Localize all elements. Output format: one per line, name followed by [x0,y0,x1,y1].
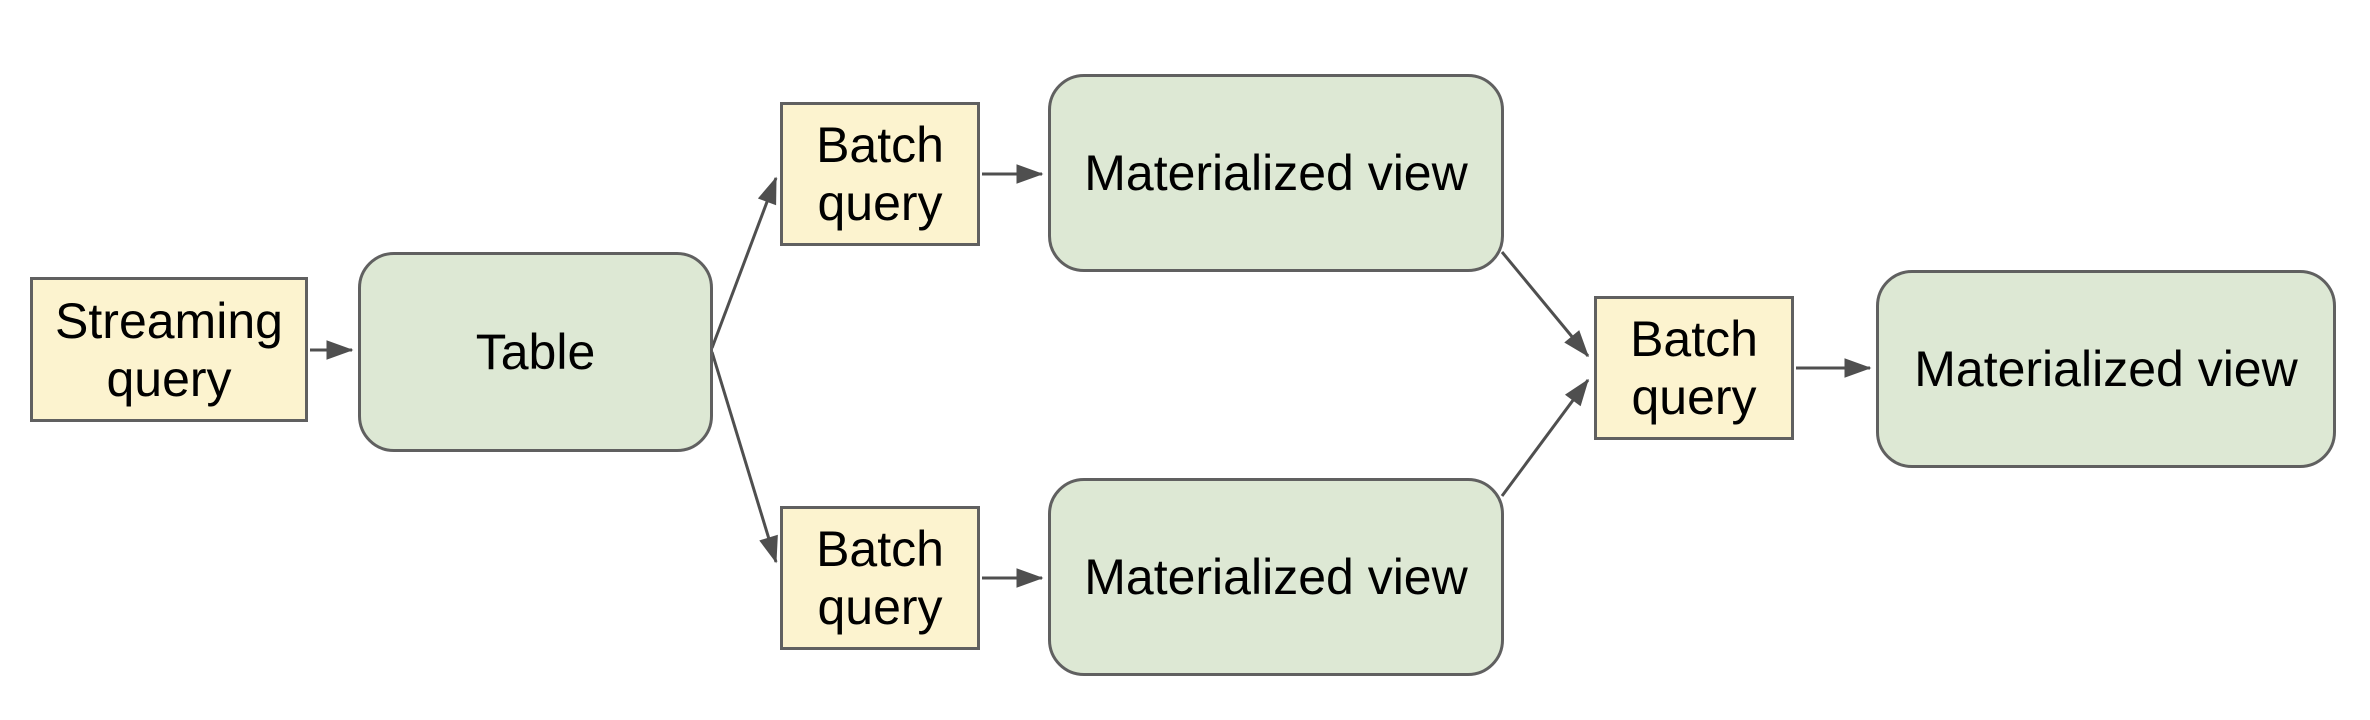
arrow-table-to-batch-bottom [710,351,778,564]
node-label: Batch query [1630,311,1758,425]
node-batch-query-merge: Batch query [1594,296,1794,440]
node-label: Batch query [816,117,944,231]
node-label: Table [475,324,596,380]
arrow-mv-top-to-batch-merge [1500,251,1590,358]
node-label: Batch query [816,521,944,635]
node-batch-query-top: Batch query [780,102,980,246]
arrow-mv-bottom-to-batch-merge [1500,378,1590,497]
node-label: Materialized view [1084,549,1468,605]
node-label: Streaming query [55,292,283,407]
node-label: Materialized view [1914,341,2298,397]
node-streaming-query: Streaming query [30,277,308,422]
node-materialized-view-final: Materialized view [1876,270,2336,468]
arrow-table-to-batch-top [710,176,778,349]
node-table: Table [358,252,713,452]
node-materialized-view-top: Materialized view [1048,74,1504,272]
node-batch-query-bottom: Batch query [780,506,980,650]
node-materialized-view-bottom: Materialized view [1048,478,1504,676]
node-label: Materialized view [1084,145,1468,201]
